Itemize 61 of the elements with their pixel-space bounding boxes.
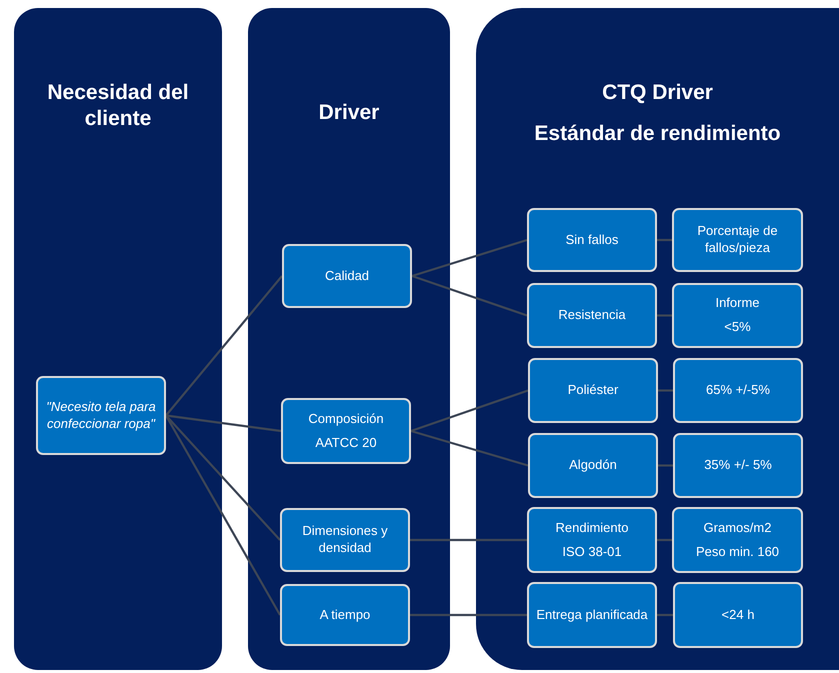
process-box: [673, 433, 803, 498]
connector-line: [410, 389, 528, 432]
connector-line: [657, 614, 673, 616]
process-box: [280, 584, 410, 646]
process-box: [280, 508, 410, 572]
connector-line: [410, 538, 527, 542]
process-box: [673, 582, 803, 648]
box-text: Algodón: [569, 457, 617, 474]
connector-line: [657, 314, 672, 317]
box-text: AATCC 20: [315, 434, 377, 452]
connector-line: [410, 614, 527, 616]
box-text: Resistencia: [558, 307, 626, 324]
box-text: Peso min. 160: [696, 544, 780, 560]
box-text: Composición: [308, 410, 384, 428]
connector-line: [657, 538, 672, 542]
box-text: "Necesito tela para confeccionar ropa": [45, 398, 157, 432]
connector-line: [658, 464, 673, 467]
box-text: ISO 38-01: [562, 544, 622, 560]
box-text: 35% +/- 5%: [704, 457, 772, 474]
column-heading: Driver: [318, 100, 380, 126]
box-text: Porcentaje de fallos/pieza: [696, 223, 779, 257]
box-text: <5%: [724, 319, 751, 336]
process-box: [36, 376, 166, 455]
column-panel: [476, 8, 839, 670]
column-heading: Necesidad del cliente: [46, 80, 190, 132]
process-box: [672, 208, 803, 272]
connector-line: [657, 238, 672, 242]
process-box: [527, 507, 657, 573]
box-text: Sin fallos: [566, 232, 618, 248]
box-text: Informe: [715, 295, 760, 312]
connector-line: [410, 430, 528, 467]
column-panel: [14, 8, 222, 670]
process-box: [528, 433, 658, 498]
process-box: [672, 507, 803, 573]
connector-line: [165, 414, 281, 541]
process-box: [281, 398, 411, 464]
box-text: 65% +/-5%: [706, 382, 770, 399]
connector-line: [166, 414, 282, 432]
connector-line: [412, 274, 528, 317]
box-text: Entrega planificada: [536, 606, 648, 624]
connector-line: [165, 275, 283, 416]
column-panel: [248, 8, 450, 670]
column-heading: Estándar de rendimiento: [533, 121, 782, 147]
box-text: <24 h: [722, 606, 754, 624]
process-box: [527, 582, 657, 648]
box-text: Dimensiones y densidad: [301, 523, 389, 557]
column-heading: CTQ Driver: [601, 80, 714, 106]
process-box: [527, 208, 657, 272]
connector-line: [658, 389, 673, 392]
box-text: Rendimiento: [556, 520, 628, 536]
process-box: [282, 244, 412, 308]
box-text: Gramos/m2: [704, 520, 772, 536]
process-box: [672, 283, 803, 348]
process-box: [528, 358, 658, 423]
box-text: Poliéster: [568, 382, 618, 399]
box-text: Calidad: [324, 268, 370, 284]
box-text: A tiempo: [320, 606, 370, 624]
process-box: [527, 283, 657, 348]
connector-line: [165, 414, 281, 616]
connector-line: [412, 238, 528, 278]
process-box: [673, 358, 803, 423]
